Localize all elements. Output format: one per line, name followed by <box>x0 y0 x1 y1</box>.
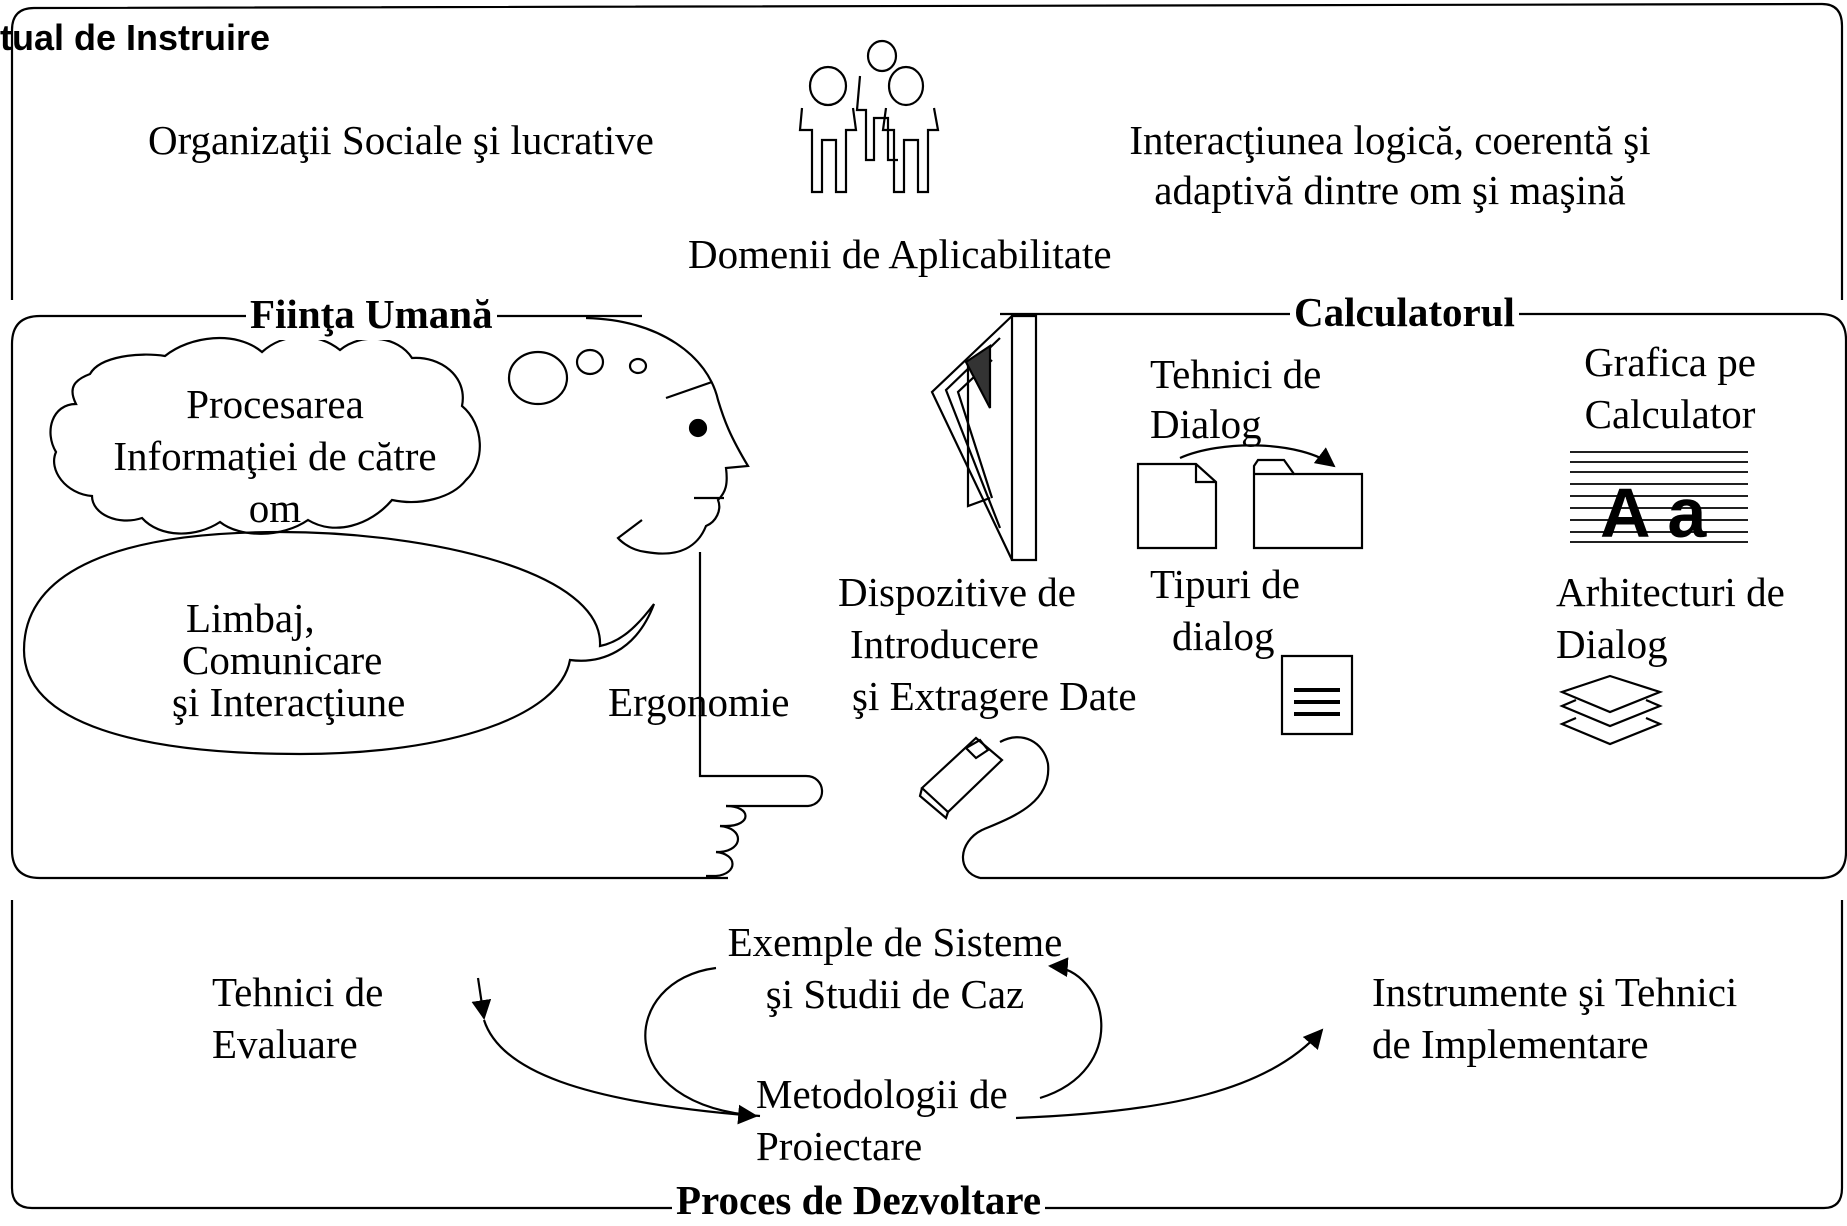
human-section-title: Fiinţa Umană <box>246 288 497 340</box>
information-processing-line3: om <box>248 485 302 531</box>
cloud-shape <box>49 335 481 535</box>
document-icon <box>1136 462 1218 550</box>
mouse-icon <box>918 736 1050 880</box>
devices-label-line3: şi Extragere Date <box>852 673 1137 719</box>
arrow-to-tools <box>1015 1028 1324 1120</box>
graphics-lines-icon <box>1570 451 1748 543</box>
dialog-architectures-line2: Dialog <box>1556 621 1668 667</box>
ergonomics-label: Ergonomie <box>608 679 790 725</box>
people-icon <box>798 39 940 194</box>
page-title: tual de Instruire <box>0 17 271 58</box>
layers-icon <box>1558 674 1664 746</box>
arrow-evaluation-down <box>471 977 492 1020</box>
hand-icon <box>706 774 824 878</box>
human-head-profile <box>585 316 806 778</box>
speech-bubble <box>22 530 656 756</box>
monitor-icon <box>930 314 1038 562</box>
social-organizations-label: Organizaţii Sociale şi lucrative <box>148 117 654 163</box>
computer-box-frame <box>980 312 1847 880</box>
arrow-cycle-left <box>644 966 761 1118</box>
arrow-to-methodologies <box>482 1019 758 1125</box>
methodologies-label-line1: Metodologii de <box>756 1071 1008 1117</box>
computer-graphics-line1: Grafica pe <box>1584 339 1756 385</box>
dialog-flow-arrow <box>1179 444 1336 468</box>
font-sample-glyphs: A a <box>1600 474 1707 552</box>
devices-label-line2: Introducere <box>850 621 1039 667</box>
dialog-architectures-line1: Arhitecturi de <box>1556 569 1785 615</box>
examples-label-line2: şi Studii de Caz <box>765 971 1025 1017</box>
language-label-line2: Comunicare <box>182 637 383 683</box>
language-label-line3: şi Interacţiune <box>172 679 406 725</box>
computer-graphics-line2: Calculator <box>1584 391 1756 437</box>
computer-section-title: Calculatorul <box>1290 286 1519 338</box>
devices-label-line1: Dispozitive de <box>838 569 1076 615</box>
examples-label-line1: Exemple de Sisteme <box>727 919 1063 965</box>
information-processing-line2: Informaţiei de către <box>113 433 437 479</box>
language-label-line1: Limbaj, <box>186 595 315 641</box>
human-box-frame <box>10 314 728 880</box>
evaluation-label-line1: Tehnici de <box>212 969 384 1015</box>
evaluation-label-line2: Evaluare <box>212 1021 358 1067</box>
interaction-label-line1: Interacţiunea logică, coerentă şi <box>1129 117 1651 163</box>
development-section-title: Proces de Dezvoltare <box>672 1174 1046 1226</box>
folder-icon <box>1252 458 1364 550</box>
form-document-icon <box>1280 654 1354 736</box>
tools-label-line2: de Implementare <box>1372 1021 1649 1067</box>
dialog-types-line2: dialog <box>1172 613 1275 659</box>
information-processing-line1: Procesarea <box>186 381 364 427</box>
dialog-techniques-line2: Dialog <box>1150 401 1262 447</box>
tools-label-line1: Instrumente şi Tehnici <box>1372 969 1738 1015</box>
arrow-cycle-right <box>1039 957 1103 1100</box>
application-domains-label: Domenii de Aplicabilitate <box>688 231 1112 277</box>
dialog-types-line1: Tipuri de <box>1150 561 1300 607</box>
thought-bubble-dots <box>507 348 648 406</box>
methodologies-label-line2: Proiectare <box>756 1123 923 1169</box>
interaction-label-line2: adaptivă dintre om şi maşină <box>1154 167 1626 213</box>
dialog-techniques-line1: Tehnici de <box>1150 351 1322 397</box>
